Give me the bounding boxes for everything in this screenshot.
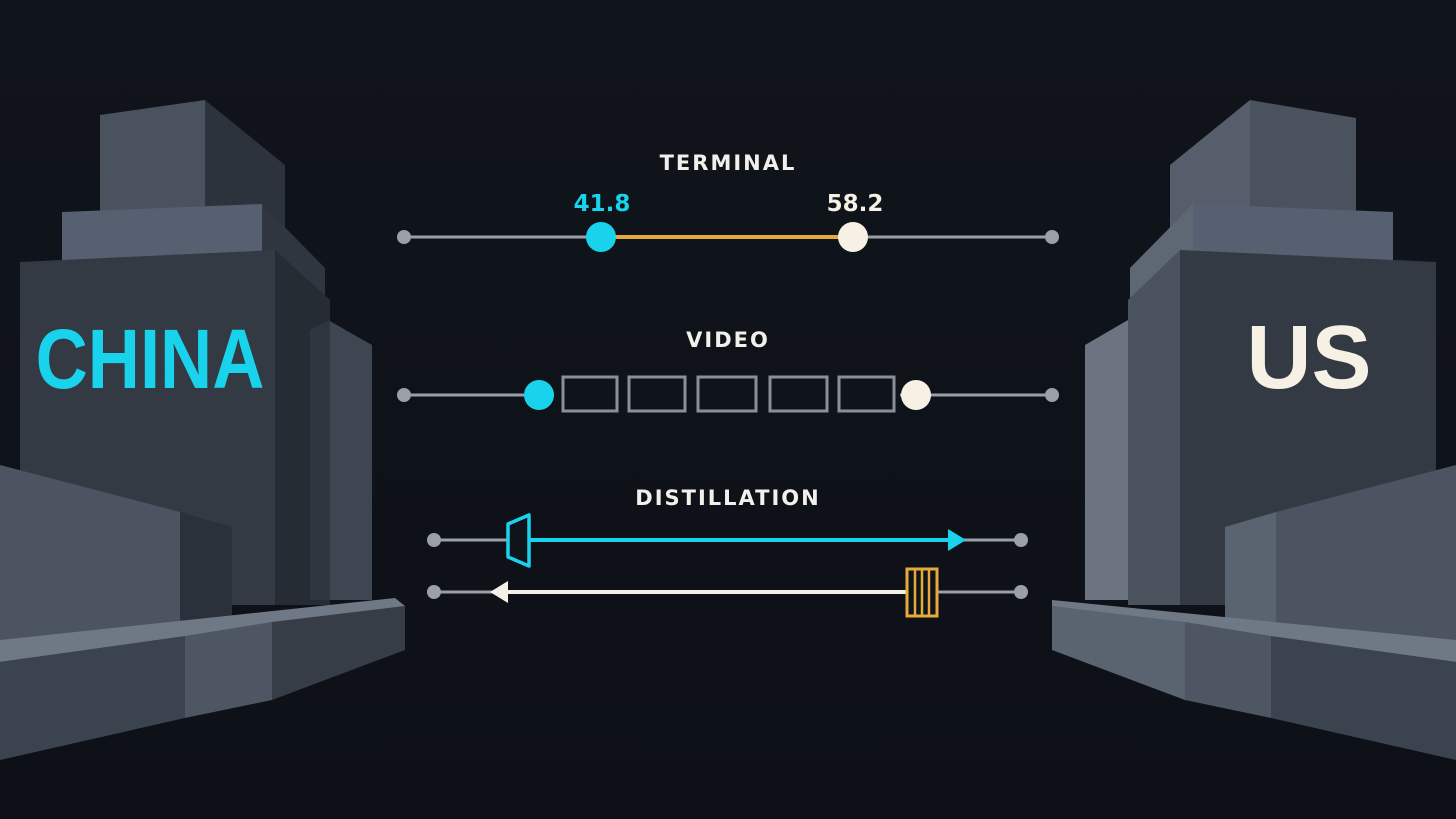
video-frame-icon (696, 375, 758, 413)
distillation-upper-end-dot (1014, 533, 1028, 547)
video-frame-icon (768, 375, 829, 413)
funnel-icon (506, 513, 531, 568)
distillation-upper-start-dot (427, 533, 441, 547)
terminal-us-marker (838, 222, 868, 252)
video-frame-icon (627, 375, 687, 413)
video-track-start-dot (397, 388, 411, 402)
china-label: CHINA (36, 312, 265, 406)
video-us-marker (901, 380, 931, 410)
terminal-china-marker (586, 222, 616, 252)
terminal-track-start-dot (397, 230, 411, 244)
terminal-section: TERMINAL 41.8 58.2 (397, 151, 1059, 252)
terminal-title: TERMINAL (660, 151, 797, 175)
video-frame-icon (561, 375, 619, 413)
us-label: US (1246, 308, 1371, 408)
distillation-section: DISTILLATION (427, 486, 1028, 618)
video-title: VIDEO (686, 328, 770, 352)
terminal-china-value: 41.8 (574, 191, 631, 217)
video-track-end-dot (1045, 388, 1059, 402)
arrow-left-icon (490, 581, 508, 603)
distillation-lower-start-dot (427, 585, 441, 599)
china-building-icon (0, 100, 405, 760)
video-china-marker (524, 380, 554, 410)
distillation-title: DISTILLATION (635, 486, 820, 510)
terminal-track-end-dot (1045, 230, 1059, 244)
gate-icon (905, 567, 939, 618)
video-section: VIDEO (397, 328, 1059, 418)
video-frame-icon (837, 375, 896, 413)
us-building-icon (1052, 100, 1456, 760)
arrow-right-icon (948, 529, 966, 551)
terminal-us-value: 58.2 (827, 191, 884, 217)
distillation-lower-end-dot (1014, 585, 1028, 599)
